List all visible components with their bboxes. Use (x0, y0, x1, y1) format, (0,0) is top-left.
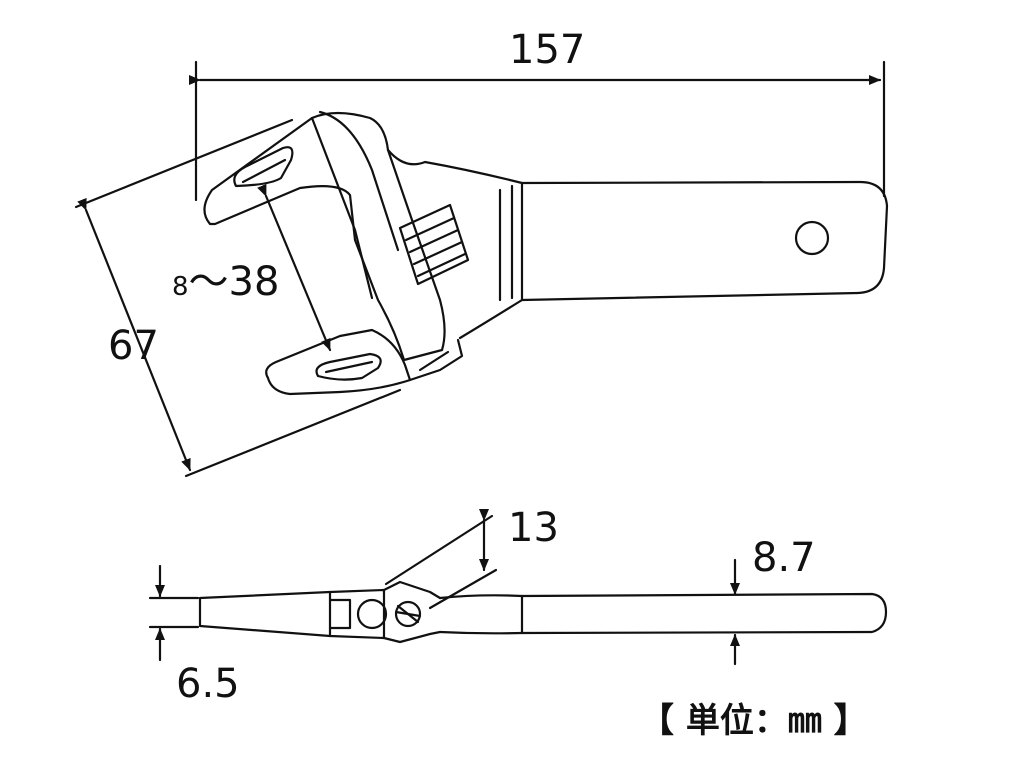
jaw-opening-max: 38 (228, 259, 280, 305)
worm-gear-icon (398, 203, 470, 286)
wrench-neck (386, 148, 524, 185)
unit-label: 【 単位：㎜ 】 (640, 701, 868, 741)
wrench-top-view (203, 110, 889, 396)
wrench-side-view (198, 580, 888, 644)
dimension-lines-side (148, 509, 740, 666)
side-knob-icon (356, 598, 388, 630)
upper-jaw-slot (233, 146, 294, 188)
side-screw-icon (394, 600, 422, 628)
head-thickness-label: 13 (508, 505, 559, 551)
jaw-opening-min: 8 (172, 272, 189, 302)
lower-jaw (265, 328, 412, 396)
side-jaw (198, 588, 386, 640)
side-handle (520, 592, 888, 635)
jaw-opening-sep: ～ (188, 259, 229, 305)
lower-jaw-slot (315, 352, 382, 381)
head-width-label: 67 (108, 323, 159, 369)
jaw-opening-label: 8～38 (172, 262, 279, 302)
overall-length-label: 157 (509, 27, 586, 73)
jaw-thickness-label: 6.5 (176, 661, 240, 707)
handle-outline (520, 180, 889, 302)
handle-thickness-label: 8.7 (752, 535, 816, 581)
hang-hole-icon (794, 220, 830, 256)
dimension-lines-top (74, 60, 886, 478)
